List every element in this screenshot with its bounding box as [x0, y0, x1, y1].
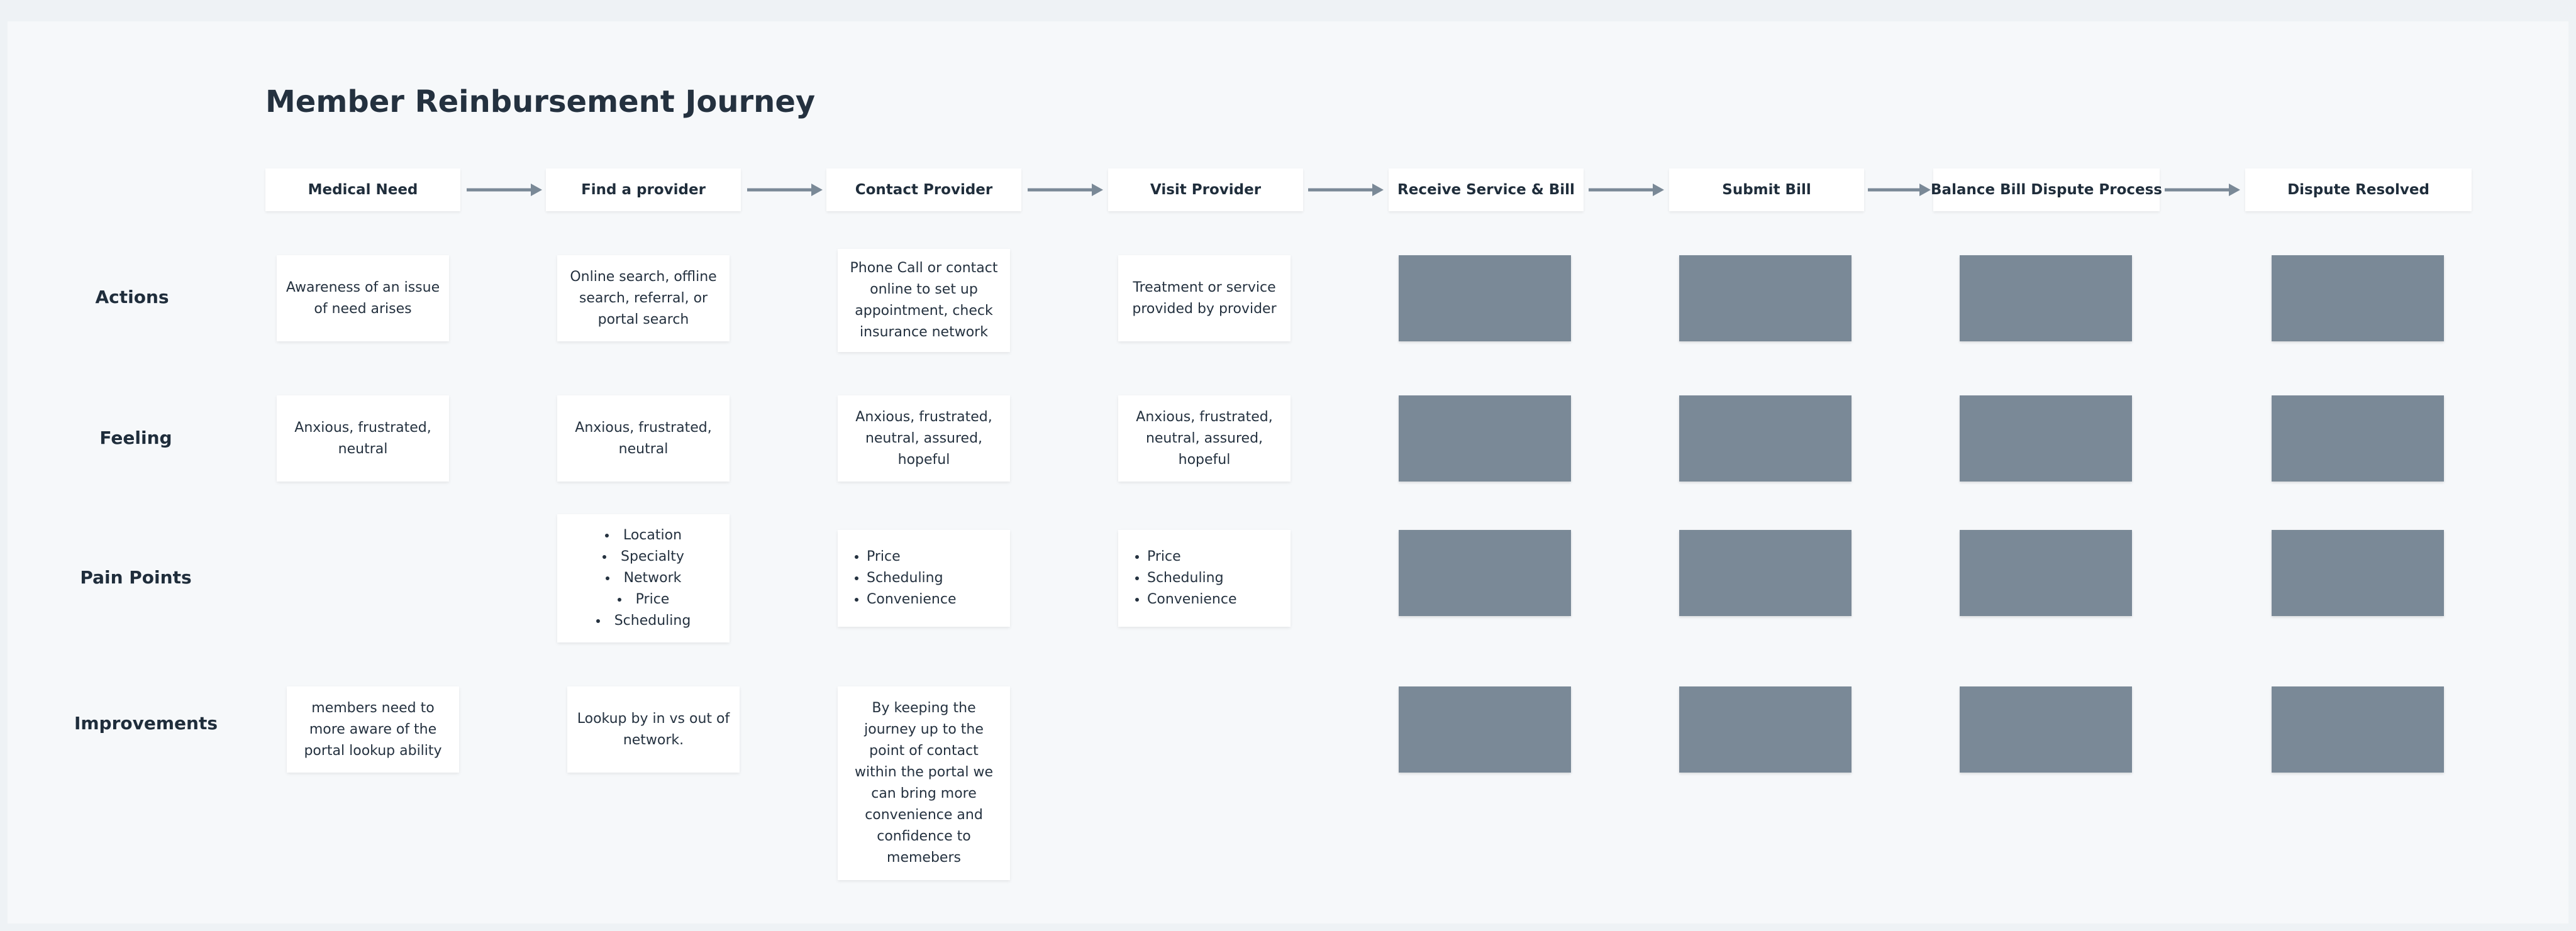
stage-receive-service-bill[interactable]: Receive Service & Bill	[1389, 168, 1584, 211]
feeling-text: Anxious, frustrated, neutral, assured, h…	[855, 409, 992, 468]
improvement-text: By keeping the journey up to the point o…	[854, 700, 994, 866]
action-text: Online search, offline search, referral,…	[570, 268, 717, 328]
action-text: Awareness of an issue of need arises	[286, 279, 440, 317]
improvement-text: Lookup by in vs out of network.	[577, 710, 730, 748]
feeling-card: Anxious, frustrated, neutral, assured, h…	[838, 395, 1010, 482]
flow-arrow	[1028, 184, 1103, 196]
row-label-actions: Actions	[95, 287, 169, 307]
pain-point-item: Convenience	[867, 589, 956, 610]
row-label-feeling: Feeling	[99, 427, 172, 448]
feeling-text: Anxious, frustrated, neutral	[575, 419, 712, 457]
feeling-text: Anxious, frustrated, neutral	[294, 419, 431, 457]
placeholder-card	[1679, 395, 1852, 482]
action-text: Treatment or service provided by provide…	[1132, 279, 1277, 317]
flow-arrow	[467, 184, 542, 196]
action-card: Awareness of an issue of need arises	[277, 255, 449, 341]
stage-find-provider[interactable]: Find a provider	[546, 168, 741, 211]
action-card: Online search, offline search, referral,…	[557, 255, 730, 341]
improvement-text: members need to more aware of the portal…	[304, 700, 442, 759]
pain-point-item: Network	[596, 568, 691, 589]
action-card: Treatment or service provided by provide…	[1118, 255, 1291, 341]
placeholder-card	[1960, 686, 2132, 773]
pain-point-item: Convenience	[1147, 589, 1236, 610]
stage-visit-provider[interactable]: Visit Provider	[1108, 168, 1303, 211]
improvement-card: members need to more aware of the portal…	[287, 686, 459, 773]
stage-balance-bill-dispute[interactable]: Balance Bill Dispute Process	[1931, 168, 2162, 211]
page-title: Member Reinbursement Journey	[265, 84, 816, 119]
pain-point-item: Price	[1147, 546, 1236, 568]
pain-point-item: Price	[596, 589, 691, 610]
placeholder-card	[1399, 255, 1571, 341]
placeholder-card	[1960, 255, 2132, 341]
pain-points-card: Price Scheduling Convenience	[1118, 530, 1291, 627]
pain-point-item: Scheduling	[867, 568, 956, 589]
placeholder-card	[1679, 530, 1852, 616]
flow-arrow	[1868, 184, 1931, 196]
row-label-improvements: Improvements	[74, 713, 218, 734]
flow-arrow	[1589, 184, 1664, 196]
pain-point-item: Location	[596, 525, 691, 546]
pain-points-list: Location Specialty Network Price Schedul…	[596, 525, 691, 632]
pain-points-list: Price Scheduling Convenience	[847, 546, 956, 610]
placeholder-card	[1399, 395, 1571, 482]
pain-points-card: Location Specialty Network Price Schedul…	[557, 514, 730, 642]
action-text: Phone Call or contact online to set up a…	[850, 260, 998, 340]
pain-point-item: Scheduling	[596, 610, 691, 632]
flow-arrow	[747, 184, 823, 196]
placeholder-card	[1679, 686, 1852, 773]
placeholder-card	[1399, 530, 1571, 616]
placeholder-card	[1399, 686, 1571, 773]
placeholder-card	[1960, 530, 2132, 616]
placeholder-card	[1960, 395, 2132, 482]
placeholder-card	[2272, 686, 2444, 773]
stage-dispute-resolved[interactable]: Dispute Resolved	[2245, 168, 2472, 211]
pain-point-item: Scheduling	[1147, 568, 1236, 589]
flow-arrow	[2165, 184, 2240, 196]
pain-points-list: Price Scheduling Convenience	[1127, 546, 1236, 610]
improvement-card: By keeping the journey up to the point o…	[838, 686, 1010, 880]
placeholder-card	[2272, 530, 2444, 616]
placeholder-card	[2272, 395, 2444, 482]
pain-point-item: Specialty	[596, 546, 691, 568]
action-card: Phone Call or contact online to set up a…	[838, 249, 1010, 352]
row-label-pain-points: Pain Points	[80, 567, 192, 588]
pain-points-card: Price Scheduling Convenience	[838, 530, 1010, 627]
placeholder-card	[2272, 255, 2444, 341]
feeling-card: Anxious, frustrated, neutral, assured, h…	[1118, 395, 1291, 482]
improvement-card: Lookup by in vs out of network.	[567, 686, 740, 773]
feeling-card: Anxious, frustrated, neutral	[277, 395, 449, 482]
flow-arrow	[1308, 184, 1384, 196]
placeholder-card	[1679, 255, 1852, 341]
stage-medical-need[interactable]: Medical Need	[265, 168, 460, 211]
feeling-card: Anxious, frustrated, neutral	[557, 395, 730, 482]
feeling-text: Anxious, frustrated, neutral, assured, h…	[1136, 409, 1273, 468]
stage-contact-provider[interactable]: Contact Provider	[826, 168, 1021, 211]
pain-point-item: Price	[867, 546, 956, 568]
stage-submit-bill[interactable]: Submit Bill	[1669, 168, 1864, 211]
